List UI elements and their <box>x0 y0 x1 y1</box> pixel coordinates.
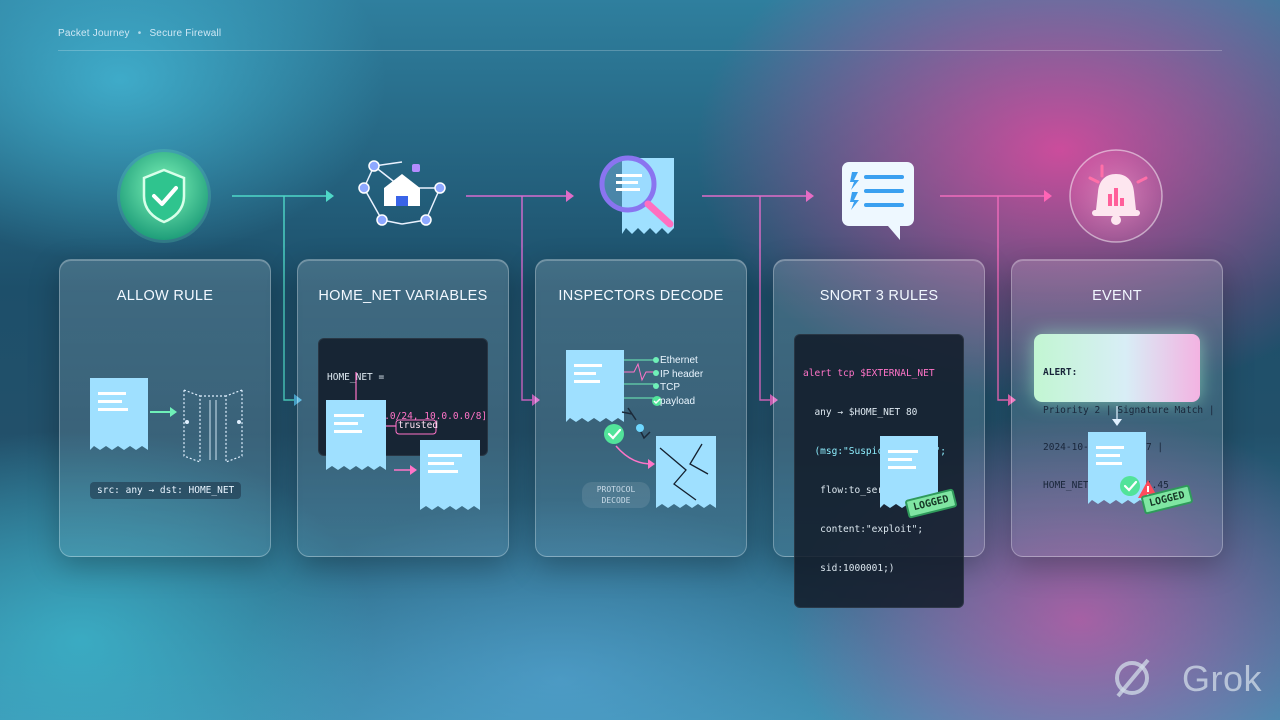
trusted-tag: trusted <box>398 420 439 431</box>
logged-packet-illustration <box>880 436 938 508</box>
step-card-event: EVENT ALERT: Priority 2 | Signature Matc… <box>1011 259 1223 557</box>
breadcrumb-item-packet-journey[interactable]: Packet Journey <box>58 28 130 39</box>
protocol-layer-list: Ethernet IP header TCP payload <box>660 354 703 408</box>
badge-line-2: DECODE <box>601 496 631 505</box>
breadcrumb: Packet Journey • Secure Firewall <box>58 28 221 39</box>
alert-line: ALERT: <box>1043 367 1078 378</box>
magnifier-document-icon <box>594 148 690 244</box>
layer-tcp: TCP <box>660 382 680 393</box>
card-title: SNORT 3 RULES <box>819 288 939 304</box>
arrow-3-4 <box>702 190 814 406</box>
layer-payload: payload <box>660 395 696 407</box>
rule-line: flow:to_server; <box>803 485 906 496</box>
rule-match-text: src: any → dst: HOME_NET <box>90 482 242 499</box>
card-title: ALLOW RULE <box>116 288 214 304</box>
breadcrumb-item-secure-firewall[interactable]: Secure Firewall <box>149 28 222 39</box>
breadcrumb-separator: • <box>137 28 142 39</box>
shield-check-icon <box>116 148 212 244</box>
rule-line: alert tcp $EXTERNAL_NET <box>803 368 935 379</box>
network-home-icon <box>354 148 450 244</box>
event-packet-illustration <box>1088 406 1158 504</box>
header-divider <box>58 50 1222 51</box>
step-card-inspectors-decode: INSPECTORS DECODE Ethernet IP header TCP… <box>535 259 747 557</box>
arrow-1-2 <box>232 190 334 406</box>
trusted-packets-illustration <box>326 372 480 510</box>
step-card-allow-rule: ALLOW RULE src: any → dst: HOME_NET <box>59 259 271 557</box>
variable-name-line: HOME_NET = <box>327 372 385 383</box>
arrow-4-5 <box>940 190 1052 406</box>
protocol-decode-badge: PROTOCOL DECODE <box>582 482 650 508</box>
packet-gate-illustration <box>90 378 243 463</box>
rule-list-icon <box>830 148 926 244</box>
rule-line: content:"exploit"; <box>803 524 924 535</box>
rule-line: any → $HOME_NET 80 <box>803 407 918 418</box>
step-card-home-net-variables: HOME_NET VARIABLES HOME_NET = [192.168.1… <box>297 259 509 557</box>
card-title: HOME_NET VARIABLES <box>318 288 488 304</box>
card-title: EVENT <box>1092 288 1142 304</box>
arrow-2-3 <box>466 190 574 406</box>
layer-ip-header: IP header <box>660 368 704 380</box>
badge-line-1: PROTOCOL <box>596 485 636 494</box>
layer-ethernet: Ethernet <box>660 355 698 366</box>
alarm-bell-icon <box>1068 148 1164 244</box>
step-card-snort-3-rules: SNORT 3 RULES alert tcp $EXTERNAL_NET an… <box>773 259 985 608</box>
rule-line: sid:1000001;) <box>803 563 895 574</box>
card-title: INSPECTORS DECODE <box>558 288 724 304</box>
watermark-text: Grok <box>1181 658 1262 699</box>
grok-logo-icon <box>1115 658 1150 698</box>
decode-illustration <box>566 350 716 508</box>
